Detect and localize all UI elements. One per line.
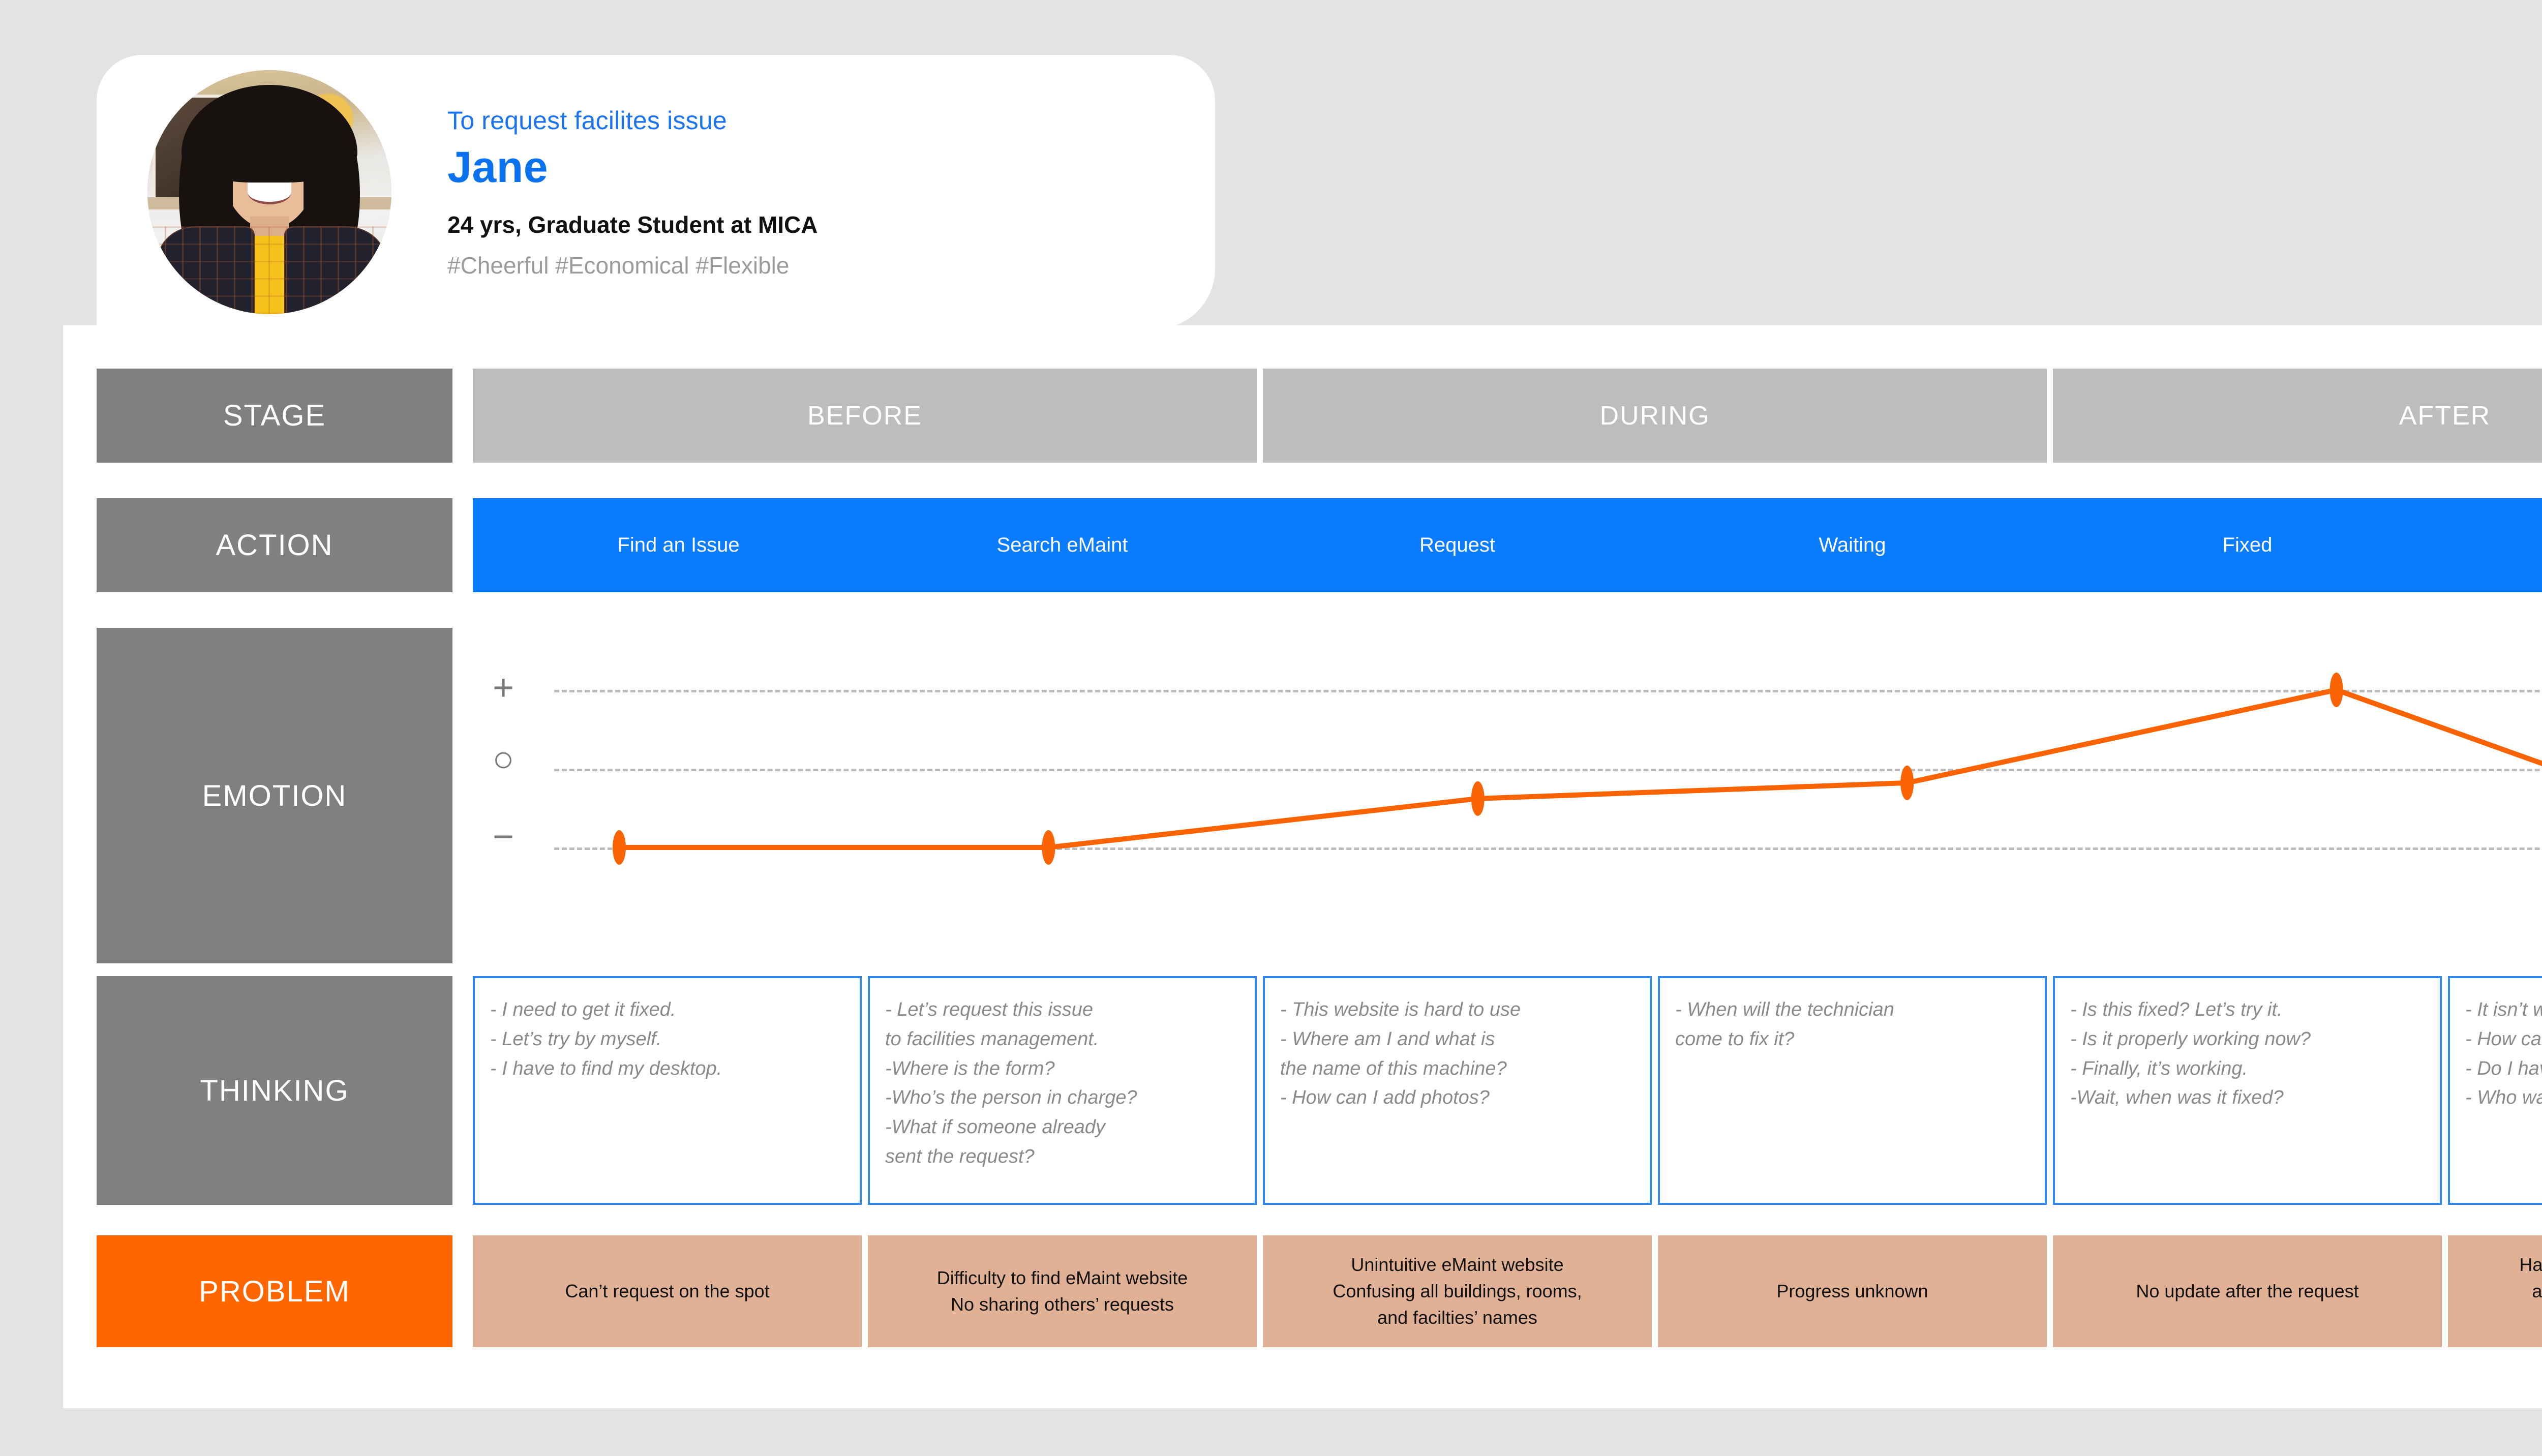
thinking-row: - I need to get it fixed. - Let’s try by… [473,976,2542,1205]
avatar [147,70,391,314]
persona-text-block: To request facilites issue Jane 24 yrs, … [447,106,818,279]
emotion-chart: + ○ − [473,628,2542,963]
avatar-jacket-left [157,226,255,314]
emotion-gridline-positive [554,690,2542,692]
emotion-gridline-neutral [554,769,2542,771]
persona-meta: 24 yrs, Graduate Student at MICA [447,211,818,238]
problem-card: Progress unknown [1658,1235,2047,1347]
emotion-point-request [1471,781,1485,816]
persona-goal: To request facilites issue [447,106,727,135]
action-step-waiting[interactable]: Waiting [1636,498,2069,592]
emotion-line-series [613,673,2542,865]
row-label-action: ACTION [97,498,452,592]
problem-card: Difficulty to find eMaint website No sha… [868,1235,1257,1347]
action-step-request[interactable]: Request [1240,498,1674,592]
persona-name: Jane [447,142,549,192]
stage-bar-during: DURING [1263,369,2047,463]
emotion-axis-plus-icon: + [492,668,515,708]
action-step-search-emaint[interactable]: Search eMaint [845,498,1279,592]
persona-card: To request facilites issue Jane 24 yrs, … [97,55,1215,329]
emotion-point-find-an-issue [613,830,626,865]
thinking-card: - I need to get it fixed. - Let’s try by… [473,976,862,1205]
thinking-card: - Let’s request this issue to facilities… [868,976,1257,1205]
thinking-card: - When will the technician come to fix i… [1658,976,2047,1205]
row-label-stage: STAGE [97,369,452,463]
emotion-gridline-negative [554,847,2542,850]
row-label-problem: PROBLEM [97,1235,452,1347]
emotion-axis-circle-icon: ○ [492,739,515,779]
persona-tags: #Cheerful #Economical #Flexible [447,252,790,279]
emotion-point-fixed [2329,673,2343,707]
stage-bar-after: AFTER [2053,369,2542,463]
emotion-axis-minus-icon: − [492,816,515,857]
avatar-jacket-right [284,226,387,314]
action-step-find-an-issue[interactable]: Find an Issue [473,498,884,592]
action-step-fixed[interactable]: Fixed [2031,498,2464,592]
problem-card: Hard to find the feedback form and absen… [2448,1235,2542,1347]
row-label-thinking: THINKING [97,976,452,1205]
thinking-card: - This website is hard to use - Where am… [1263,976,1652,1205]
problem-card: No update after the request [2053,1235,2442,1347]
stage-bar-before: BEFORE [473,369,1257,463]
thinking-card: - Is this fixed? Let’s try it. - Is it p… [2053,976,2442,1205]
avatar-smile [247,180,292,205]
problem-card: Can’t request on the spot [473,1235,862,1347]
emotion-point-search-emaint [1042,830,1055,865]
emotion-point-waiting [1900,765,1914,800]
problem-card: Unintuitive eMaint website Confusing all… [1263,1235,1652,1347]
thinking-card: - It isn’t working again! - How can I gi… [2448,976,2542,1205]
row-label-emotion: EMOTION [97,628,452,963]
